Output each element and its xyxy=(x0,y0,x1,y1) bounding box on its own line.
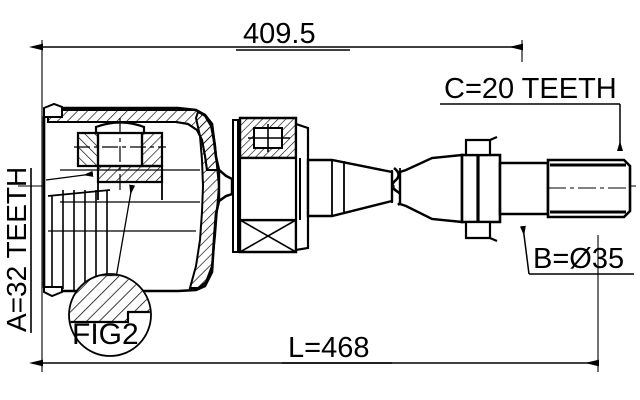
housing-section-leader xyxy=(45,170,94,181)
dimension-L-label: L=468 xyxy=(288,332,369,364)
spline-c-label: C=20 TEETH xyxy=(444,73,617,105)
ball-bearing-cage xyxy=(74,118,166,200)
shaft-mid xyxy=(398,153,464,224)
tapered-shaft xyxy=(306,158,394,218)
stepped-shaft xyxy=(460,135,550,243)
output-spline-end xyxy=(546,158,632,219)
bearing-assembly xyxy=(232,116,310,254)
fig2-label: FIG2 xyxy=(72,318,139,351)
diameter-b-leader xyxy=(519,225,634,275)
boot-collar xyxy=(217,167,234,204)
detail-view-fig2 xyxy=(68,273,152,357)
spline-c-leader xyxy=(440,103,623,151)
spline-a-label: A=32 TEETH xyxy=(1,167,32,332)
fig2-leader xyxy=(115,184,136,279)
dimension-409-label: 409.5 xyxy=(243,18,316,50)
diameter-b-label: B=Ø35 xyxy=(533,243,624,275)
